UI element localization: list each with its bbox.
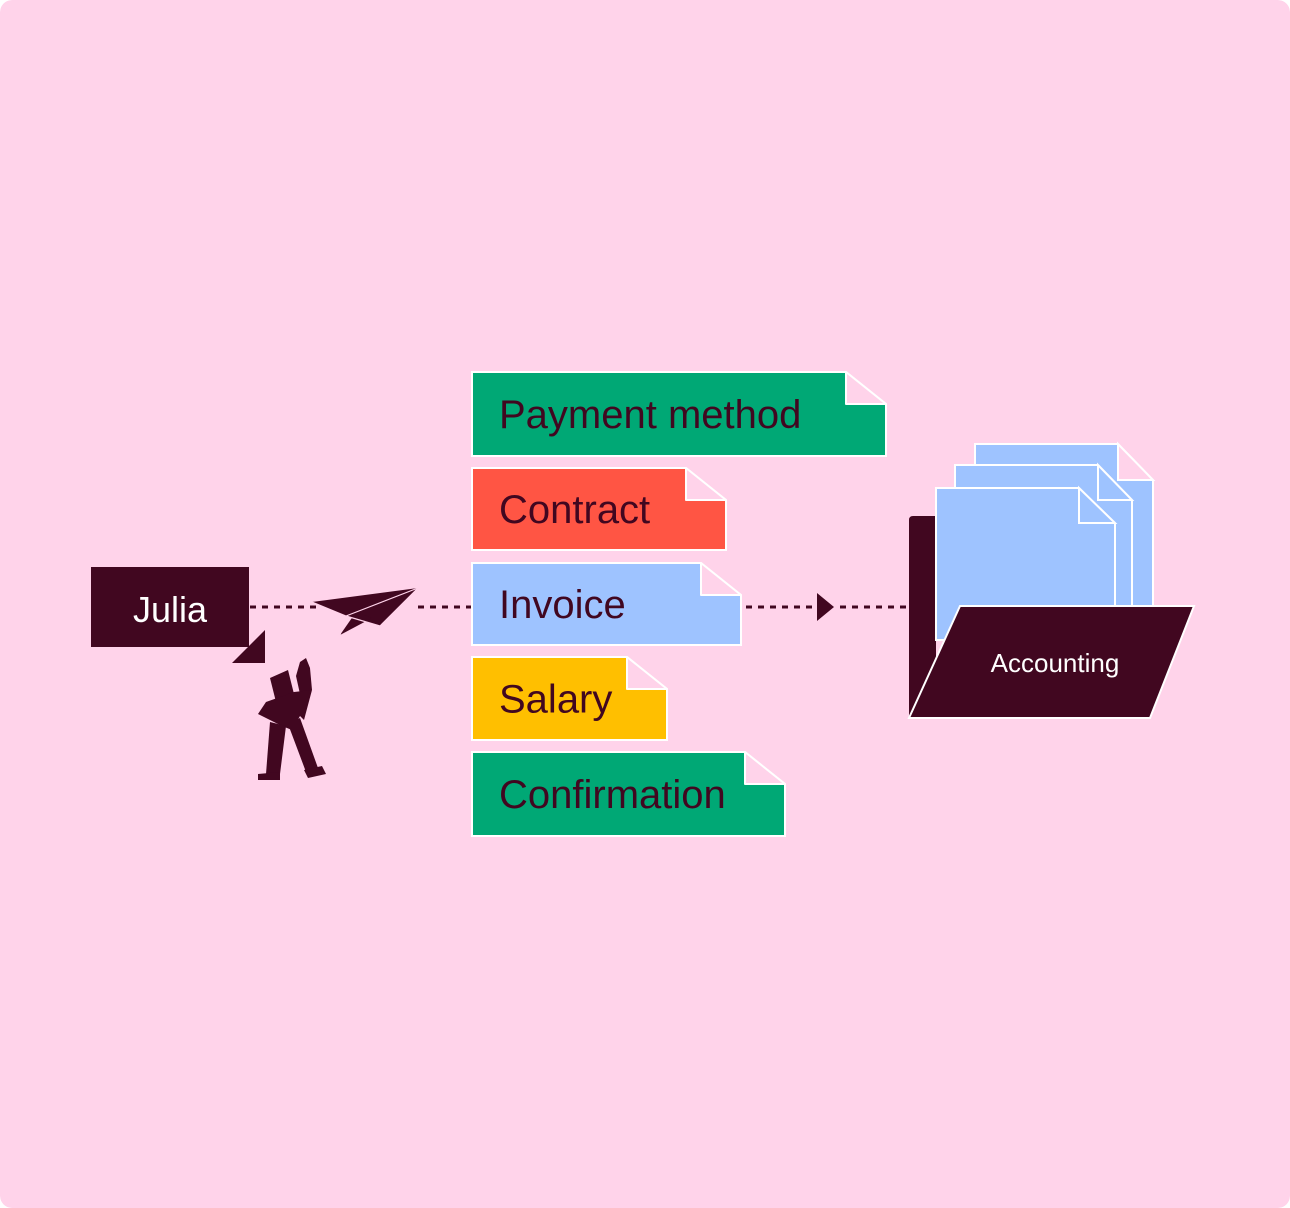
document-contract: Contract (472, 468, 726, 550)
folder-label: Accounting (991, 648, 1120, 678)
document-payment-method: Payment method (472, 372, 886, 456)
document-label: Confirmation (499, 773, 726, 817)
document-label: Invoice (499, 583, 626, 627)
document-label: Contract (499, 488, 650, 532)
document-confirmation: Confirmation (472, 752, 785, 836)
document-label: Payment method (499, 393, 801, 437)
sender-name: Julia (133, 589, 208, 630)
document-invoice: Invoice (472, 563, 741, 645)
document-salary: Salary (472, 657, 667, 740)
document-label: Salary (499, 678, 612, 722)
